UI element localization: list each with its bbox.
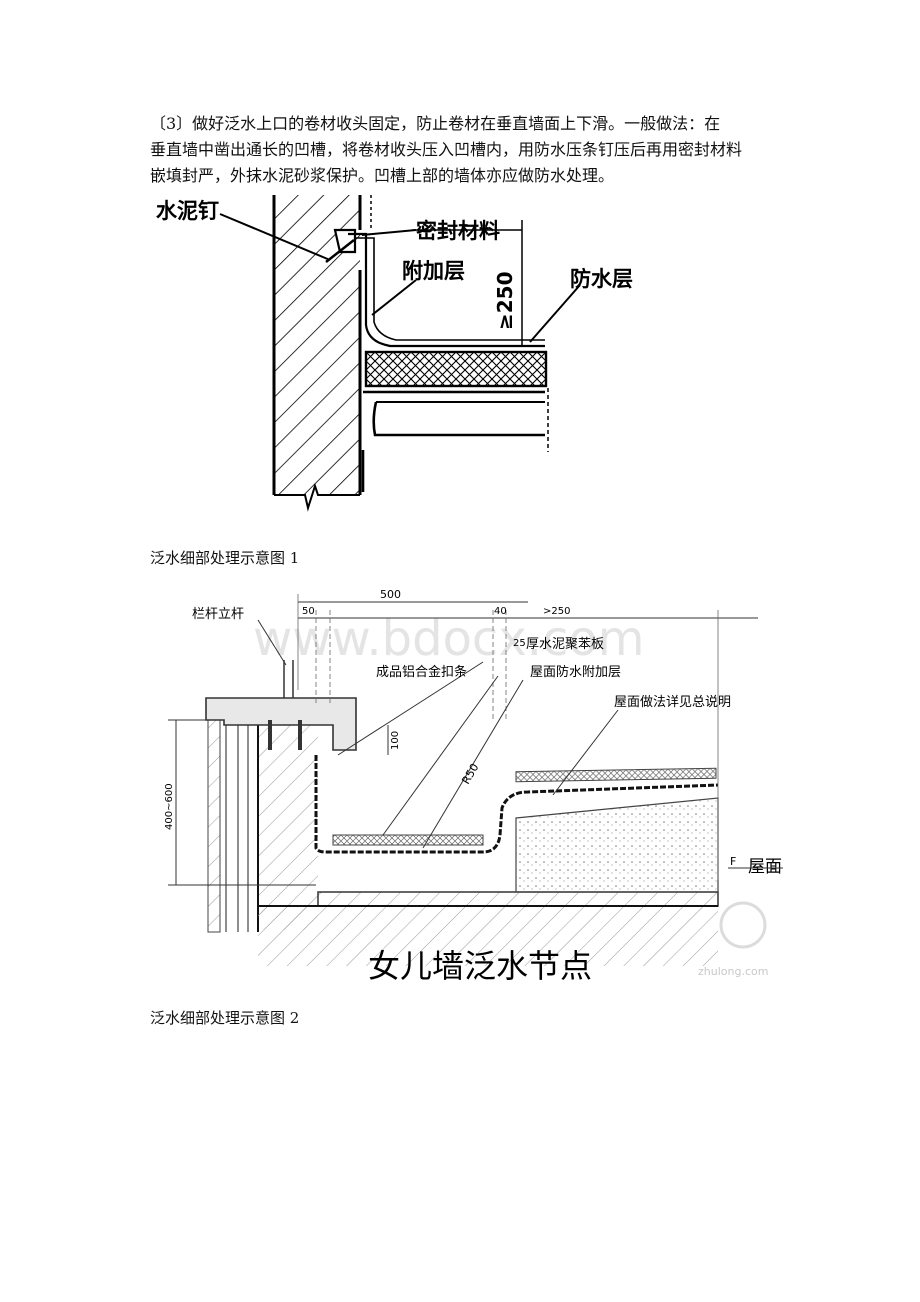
- figure-2-title: 女儿墙泛水节点: [368, 947, 592, 985]
- label-aluminum-strip: 成品铝合金扣条: [376, 664, 467, 680]
- figure-2-caption: 泛水细部处理示意图 2: [150, 1009, 300, 1027]
- label-roof: 屋面: [748, 857, 782, 877]
- parapet-wall: [258, 708, 318, 930]
- break-line: [274, 482, 360, 512]
- label-level-f: F: [730, 855, 736, 868]
- dim-100: 100: [390, 731, 401, 750]
- additional-layer-line: [356, 237, 545, 341]
- parapet-coping: [205, 697, 357, 751]
- waterproof-layer-line: [348, 232, 545, 348]
- label-cement-nail: 水泥钉: [156, 199, 219, 223]
- paragraph-line-3: 嵌填封严，外抹水泥砂浆保护。凹槽上部的墙体亦应做防水处理。: [150, 166, 615, 185]
- waterproof-membrane: [314, 755, 719, 854]
- dim-25: 25: [513, 638, 526, 649]
- dim-50: 50: [302, 606, 315, 617]
- paragraph-line-2: 垂直墙中凿出通长的凹槽，将卷材收头压入凹槽内，用防水压条钉压后再用密封材料: [150, 140, 743, 159]
- figure-1-caption: 泛水细部处理示意图 1: [150, 549, 300, 567]
- watermark: www.bdocx.com: [253, 611, 645, 667]
- roof-screed: [515, 797, 719, 893]
- zhulong-watermark: zhulong.com: [698, 965, 768, 978]
- body-paragraph: 〔3〕做好泛水上口的卷材收头固定，防止卷材在垂直墙面上下滑。一般做法：在 垂直墙…: [150, 111, 810, 189]
- label-sealant: 密封材料: [416, 219, 500, 243]
- cement-nail: [325, 239, 355, 263]
- paragraph-line-1: 〔3〕做好泛水上口的卷材收头固定，防止卷材在垂直墙面上下滑。一般做法：在: [150, 114, 721, 133]
- groove: [333, 228, 357, 254]
- figure-1-flashing-detail: 水泥钉 密封材料 附加层 防水层 ≥250: [156, 195, 633, 512]
- label-additional-layer: 屋面防水附加层: [530, 664, 621, 680]
- label-roofing-note: 屋面做法详见总说明: [614, 695, 731, 710]
- dim-500: 500: [380, 588, 401, 601]
- leader-nail: [219, 213, 331, 261]
- insulation-layer: [364, 350, 548, 388]
- dim-250: >250: [543, 606, 570, 617]
- dim-40: 40: [494, 606, 507, 617]
- label-waterproof-layer: 防水层: [570, 267, 633, 291]
- roof-slab: [361, 390, 545, 492]
- dim-400-600: 400~600: [164, 783, 175, 830]
- label-additional-layer: 附加层: [402, 259, 465, 283]
- figure-2-parapet-flashing: www.bdocx.com 500 50 40 >250 25 100 400~…: [164, 588, 783, 985]
- gutter-eps: [332, 834, 484, 846]
- label-eps-board: 厚水泥聚苯板: [526, 637, 604, 652]
- label-railing-post: 栏杆立杆: [192, 607, 244, 622]
- structural-slab: [317, 891, 719, 907]
- label-dimension-250: ≥250: [493, 271, 517, 330]
- dim-r50: R50: [459, 761, 481, 786]
- zhulong-logo: zhulong.com: [698, 901, 768, 978]
- roof-eps-board: [515, 767, 717, 783]
